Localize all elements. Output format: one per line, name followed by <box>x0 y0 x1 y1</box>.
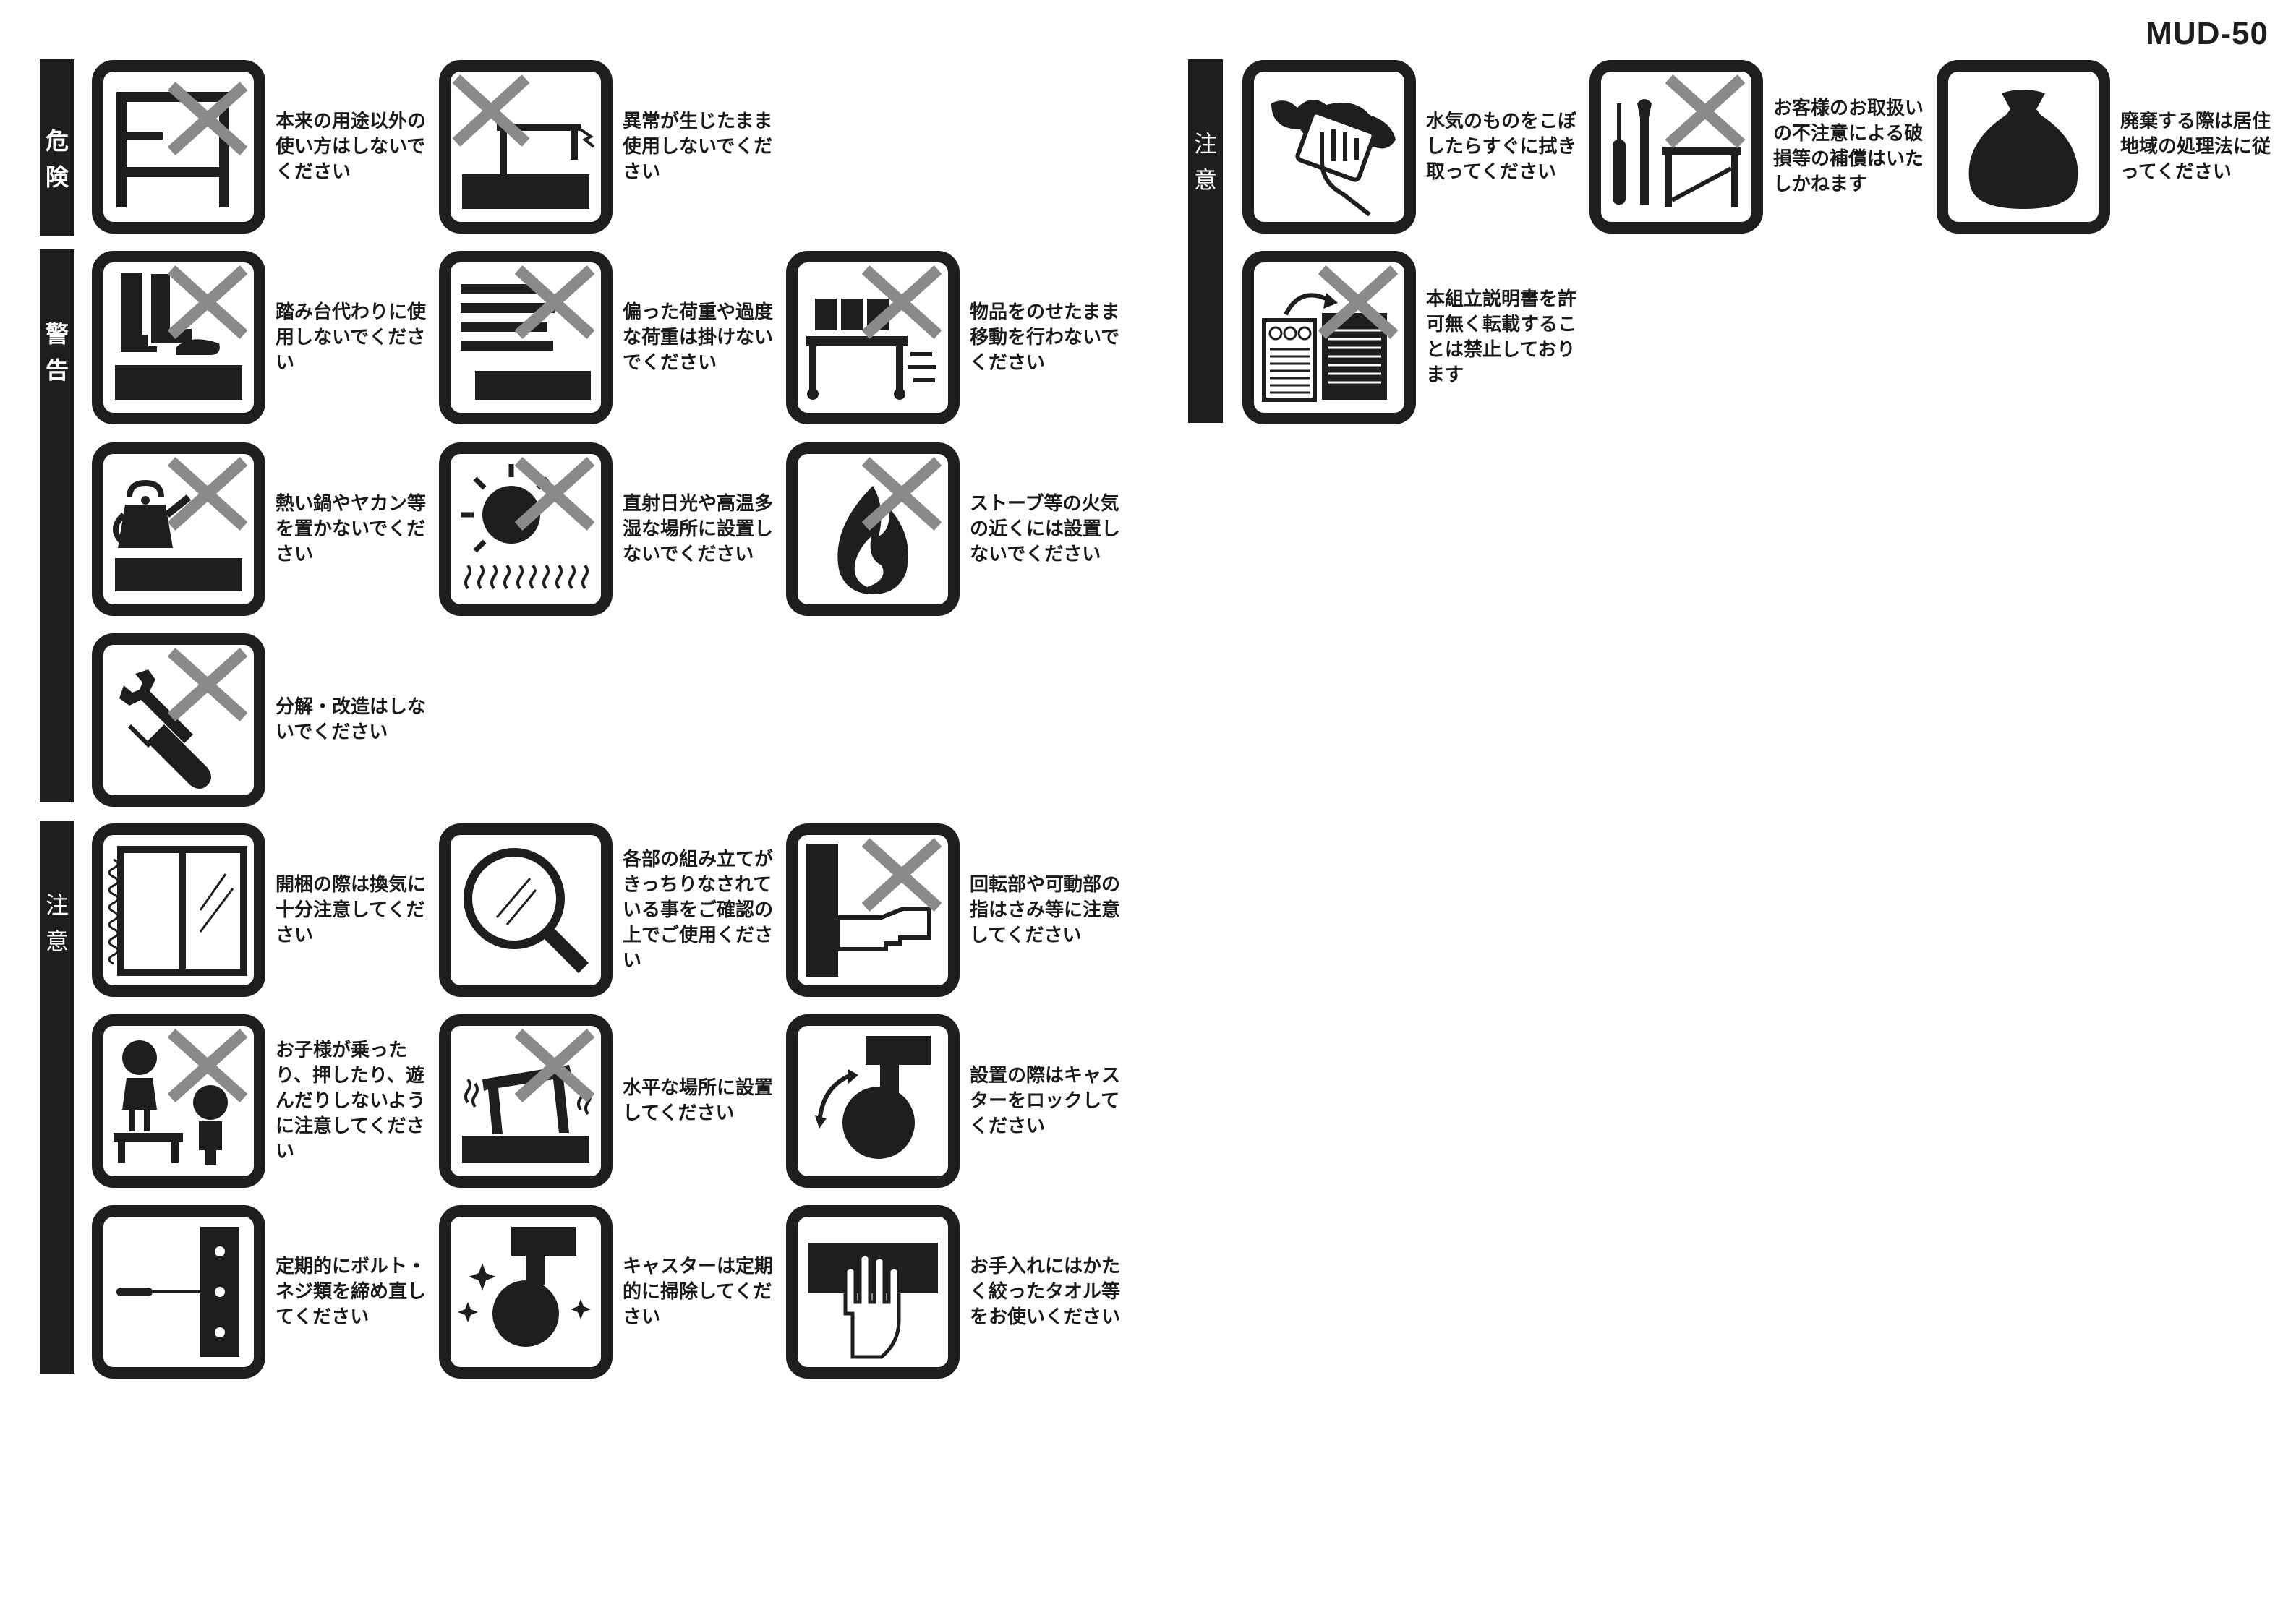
warning-item-move-loaded: 物品をのせたまま移動を行わないでください <box>786 251 1126 424</box>
item-text: 各部の組み立てがきっちりなされている事をご確認の上でご使用ください <box>623 848 774 972</box>
item-text: キャスターは定期的に掃除してください <box>623 1255 774 1328</box>
item-text: 本来の用途以外の使い方はしないでください <box>276 110 427 183</box>
magnifier-icon <box>439 823 613 997</box>
item-text: 本組立説明書を許可無く転載することは禁止しております <box>1426 288 1577 386</box>
category-caution-label: 注意 <box>45 891 69 955</box>
wipe-spill-icon <box>1242 60 1416 234</box>
caster-sparkle-icon <box>439 1205 613 1379</box>
caution-item-children: お子様が乗ったり、押したり、遊んだりしないように注意してください <box>92 1014 432 1188</box>
warning-item-sunlight: 直射日光や高温多湿な場所に設置しないでください <box>439 442 779 616</box>
caution-item-wipe-spill: 水気のものをこぼしたらすぐに拭き取ってください <box>1242 60 1582 234</box>
item-text: 開梱の際は換気に十分注意してください <box>276 873 427 946</box>
warning-item-uneven-load: 偏った荷重や過度な荷重は掛けないでください <box>439 251 779 424</box>
item-text: 熱い鍋やヤカン等を置かないでください <box>276 492 427 565</box>
tilted-table-icon <box>439 1014 613 1188</box>
uneven-load-icon <box>439 251 613 424</box>
flame-icon <box>786 442 960 616</box>
item-text: 回転部や可動部の指はさみ等に注意してください <box>970 873 1121 946</box>
caution-item-lock-caster: 設置の際はキャスターをロックしてください <box>786 1014 1126 1188</box>
window-ventilation-icon <box>92 823 265 997</box>
warning-item-misuse: 本来の用途以外の使い方はしないでください <box>92 60 432 234</box>
caution-item-level-surface: 水平な場所に設置してください <box>439 1014 779 1188</box>
kettle-icon <box>92 442 265 616</box>
caution-item-check-assembly: 各部の組み立てがきっちりなされている事をご確認の上でご使用ください <box>439 823 779 997</box>
item-text: 水気のものをこぼしたらすぐに拭き取ってください <box>1426 110 1577 183</box>
garbage-bag-icon <box>1937 60 2110 234</box>
item-text: 偏った荷重や過度な荷重は掛けないでください <box>623 301 774 374</box>
boots-icon <box>92 251 265 424</box>
shelf-misuse-icon <box>92 60 265 234</box>
caster-lock-icon <box>786 1014 960 1188</box>
category-danger-bar: 危険 <box>40 59 74 236</box>
category-caution-right-label: 注意 <box>1193 130 1217 194</box>
warning-item-step-stool: 踏み台代わりに使用しないでください <box>92 251 432 424</box>
cart-moving-icon <box>786 251 960 424</box>
hand-towel-icon <box>786 1205 960 1379</box>
caution-item-clean-caster: キャスターは定期的に掃除してください <box>439 1205 779 1379</box>
item-text: 廃棄する際は居住地域の処理法に従ってください <box>2120 110 2271 183</box>
item-text: 踏み台代わりに使用しないでください <box>276 301 427 374</box>
tools-table-icon <box>1589 60 1763 234</box>
sun-heat-icon <box>439 442 613 616</box>
category-danger-label: 危険 <box>45 127 69 191</box>
warning-item-hot-kettle: 熱い鍋やヤカン等を置かないでください <box>92 442 432 616</box>
caution-item-retighten: 定期的にボルト・ネジ類を締め直してください <box>92 1205 432 1379</box>
screwdriver-bolts-icon <box>92 1205 265 1379</box>
category-caution-bar: 注意 <box>40 821 74 1374</box>
item-text: 物品をのせたまま移動を行わないでください <box>970 301 1120 374</box>
category-warning-bar: 警告 <box>40 249 74 802</box>
warning-item-abnormal: 異常が生じたまま使用しないでください <box>439 60 779 234</box>
broken-table-icon <box>439 60 613 234</box>
caution-item-no-reprint: 本組立説明書を許可無く転載することは禁止しております <box>1242 251 1582 424</box>
item-text: 定期的にボルト・ネジ類を締め直してください <box>276 1255 427 1328</box>
caution-item-towel: お手入れにはかたく絞ったタオル等をお使いください <box>786 1205 1126 1379</box>
item-text: 分解・改造はしないでください <box>276 696 427 743</box>
item-text: お手入れにはかたく絞ったタオル等をお使いください <box>970 1255 1121 1328</box>
caution-item-finger-pinch: 回転部や可動部の指はさみ等に注意してください <box>786 823 1126 997</box>
item-text: お子様が乗ったり、押したり、遊んだりしないように注意してください <box>276 1039 426 1162</box>
category-caution-right-bar: 注意 <box>1188 59 1223 423</box>
category-warning-label: 警告 <box>45 320 69 384</box>
document-copy-icon <box>1242 251 1416 424</box>
warning-item-disassembly: 分解・改造はしないでください <box>92 633 432 807</box>
warning-item-fire: ストーブ等の火気の近くには設置しないでください <box>786 442 1126 616</box>
item-text: お客様のお取扱いの不注意による破損等の補償はいたしかねます <box>1773 98 1924 195</box>
caution-item-disposal: 廃棄する際は居住地域の処理法に従ってください <box>1937 60 2276 234</box>
children-icon <box>92 1014 265 1188</box>
item-text: ストーブ等の火気の近くには設置しないでください <box>970 492 1121 565</box>
item-text: 設置の際はキャスターをロックしてください <box>970 1064 1121 1137</box>
model-number: MUD-50 <box>2146 16 2269 51</box>
caution-item-ventilation: 開梱の際は換気に十分注意してください <box>92 823 432 997</box>
hand-pinch-icon <box>786 823 960 997</box>
caution-item-no-compensation: お客様のお取扱いの不注意による破損等の補償はいたしかねます <box>1589 60 1929 234</box>
wrench-screwdriver-icon <box>92 633 265 807</box>
item-text: 異常が生じたまま使用しないでください <box>623 110 773 183</box>
item-text: 直射日光や高温多湿な場所に設置しないでください <box>623 492 774 565</box>
item-text: 水平な場所に設置してください <box>623 1077 774 1124</box>
